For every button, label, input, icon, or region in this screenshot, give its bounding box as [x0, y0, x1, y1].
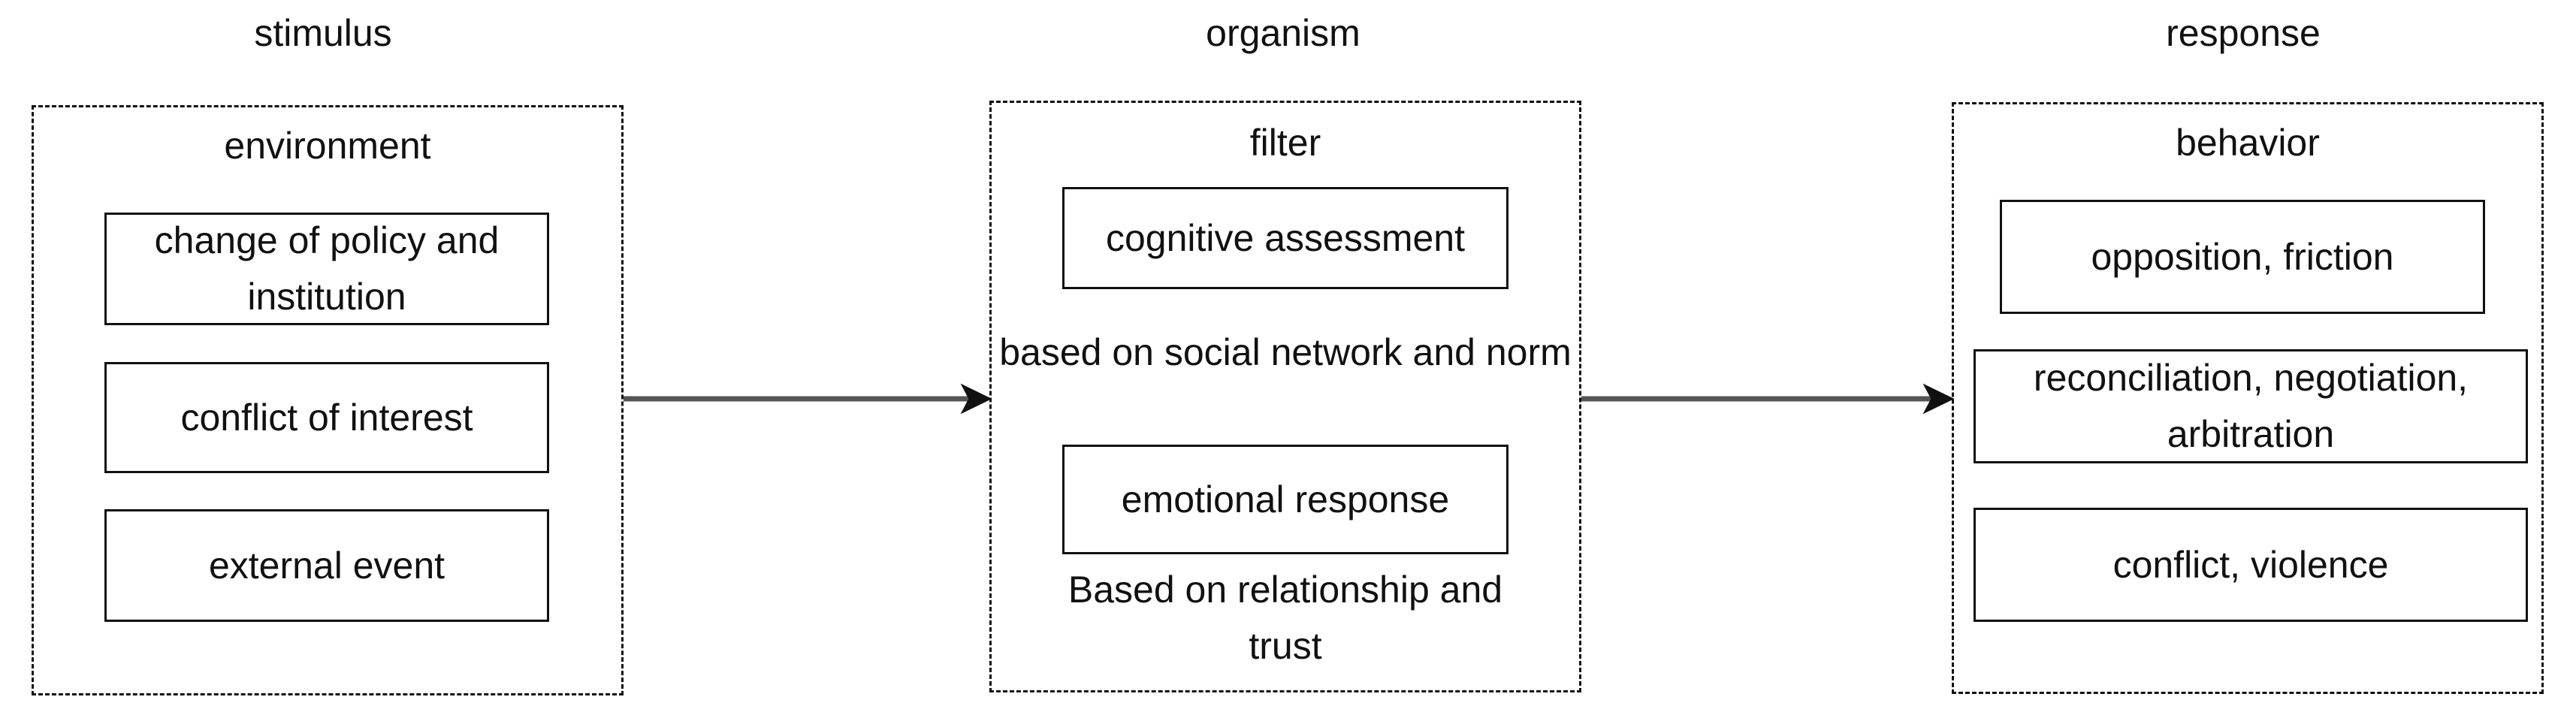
- stimulus-group: [32, 105, 624, 695]
- box-emotional-response: emotional response: [1062, 445, 1508, 554]
- box-reconciliation-label: reconciliation, negotiation, arbitration: [2033, 357, 2469, 455]
- filter-label: filter: [1249, 122, 1321, 164]
- box-emotional-response-label: emotional response: [1121, 478, 1450, 520]
- box-external-event-label: external event: [208, 544, 445, 587]
- note-relationship-trust: Based on relationship and trust: [1068, 569, 1503, 667]
- arrow-organism-to-response: [1581, 383, 1955, 415]
- organism-group: [989, 101, 1581, 692]
- box-external-event: external event: [104, 509, 549, 622]
- box-opposition-friction: opposition, friction: [2000, 200, 2485, 314]
- box-reconciliation: reconciliation, negotiation, arbitration: [1974, 349, 2528, 463]
- organism-heading: organism: [1206, 12, 1360, 54]
- response-group: [1952, 102, 2544, 694]
- box-policy-change-label: change of policy and institution: [154, 219, 500, 318]
- box-policy-change: change of policy and institution: [104, 213, 549, 325]
- box-conflict-violence: conflict, violence: [1974, 508, 2528, 622]
- box-cognitive-assessment-label: cognitive assessment: [1105, 216, 1465, 259]
- box-cognitive-assessment: cognitive assessment: [1062, 187, 1508, 289]
- box-opposition-friction-label: opposition, friction: [2091, 235, 2394, 278]
- stimulus-heading: stimulus: [254, 12, 392, 54]
- box-conflict-of-interest: conflict of interest: [104, 362, 549, 473]
- environment-label: environment: [224, 125, 431, 167]
- box-conflict-of-interest-label: conflict of interest: [180, 396, 473, 439]
- response-heading: response: [2166, 12, 2321, 54]
- behavior-label: behavior: [2176, 122, 2320, 164]
- box-conflict-violence-label: conflict, violence: [2112, 543, 2389, 586]
- arrow-stimulus-to-organism: [624, 383, 992, 415]
- note-social-network: based on social network and norm: [999, 331, 1572, 373]
